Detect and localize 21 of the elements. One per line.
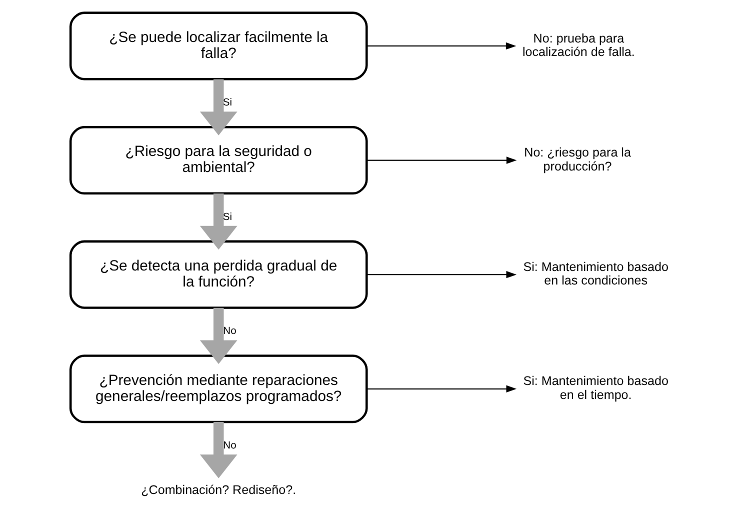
arrow <box>199 194 237 250</box>
arrow <box>366 385 516 392</box>
arrow <box>366 156 516 164</box>
arrow <box>366 270 516 278</box>
arrow <box>199 79 237 136</box>
arrow <box>199 308 237 364</box>
node-box: ¿Prevención mediante reparaciones generales/reemplazos programados? <box>68 354 368 424</box>
node-box: ¿Riesgo para la seguridad o ambiental? <box>68 126 368 195</box>
arrow <box>199 422 237 478</box>
node-text: Si: Mantenimiento basado en las condiciones <box>522 260 668 288</box>
edge-label: Si <box>222 212 232 223</box>
node-text: Si: Mantenimiento basado en el tiempo. <box>522 374 668 402</box>
node-text: No: prueba para localización de falla. <box>522 31 634 60</box>
node-text: No: ¿riesgo para la producción? <box>524 146 630 174</box>
node-box: ¿Se puede localizar facilmente la falla? <box>68 12 368 80</box>
node-box: ¿Se detecta una perdida gradual de la función? <box>68 240 368 309</box>
edge-label: Si <box>222 98 232 109</box>
edge-label: No <box>222 326 236 338</box>
node-text: ¿Combinación? Rediseño?. <box>140 482 296 497</box>
arrow <box>366 42 516 50</box>
edge-label: No <box>222 440 236 452</box>
